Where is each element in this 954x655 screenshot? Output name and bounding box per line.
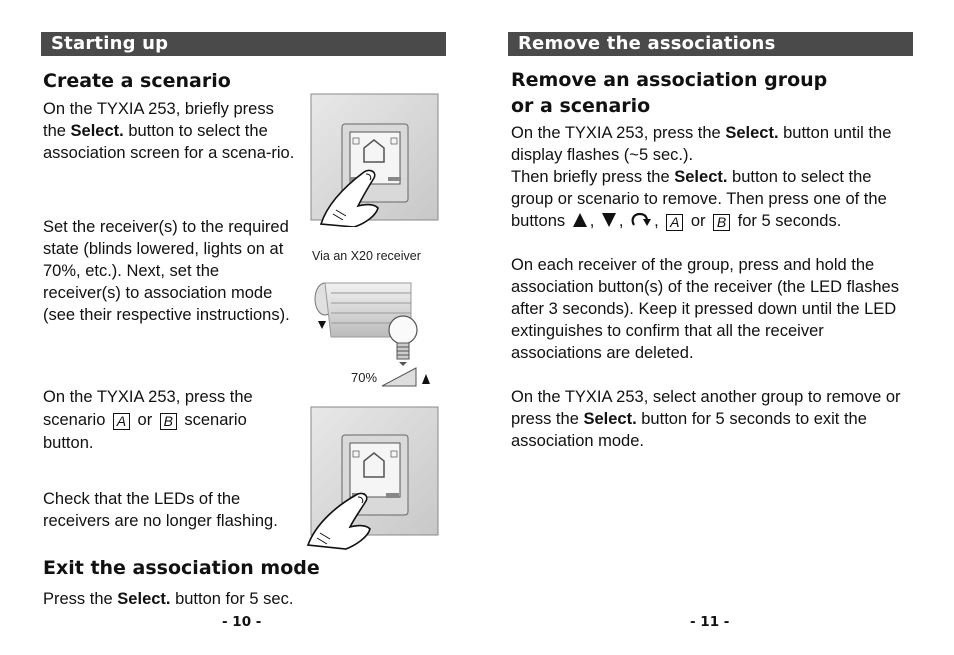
remove-paragraph-2: Then briefly press the Select. button to… — [511, 168, 887, 231]
section-header-remove-associations: Remove the associations — [508, 32, 913, 56]
light-bulb-icon — [388, 315, 418, 366]
remove-paragraph-4: On the TYXIA 253, select another group t… — [511, 388, 901, 450]
create-paragraph-2: Set the receiver(s) to the required stat… — [43, 218, 290, 324]
page-number-right: - 11 - — [690, 614, 730, 630]
button-b-key: B — [713, 214, 731, 231]
scenario-a-key: A — [112, 413, 130, 430]
tyxia-device-illustration-2 — [306, 406, 439, 550]
return-arrow-icon — [631, 212, 652, 226]
tyxia-device-illustration-1 — [310, 93, 439, 227]
create-paragraph-1: On the TYXIA 253, briefly press the Sele… — [43, 100, 295, 162]
remove-paragraph-3: On each receiver of the group, press and… — [511, 256, 899, 362]
exit-paragraph: Press the Select. button for 5 sec. — [43, 590, 294, 608]
create-paragraph-3: On the TYXIA 253, press the scenario A o… — [43, 388, 253, 452]
page-number-left: - 10 - — [222, 614, 262, 630]
dimmer-percent-label: 70% — [351, 370, 378, 385]
remove-group-title: Remove an association group or a scenari… — [511, 69, 828, 117]
scenario-b-key: B — [159, 413, 177, 430]
create-scenario-title: Create a scenario — [43, 70, 231, 92]
section-header-starting-up: Starting up — [41, 32, 446, 56]
create-paragraph-4: Check that the LEDs of the receivers are… — [43, 490, 278, 530]
dimmer-ramp-icon — [381, 367, 430, 387]
button-a-key: A — [666, 214, 684, 231]
up-arrow-icon — [572, 213, 587, 227]
x20-receiver-caption: Via an X20 receiver — [312, 249, 421, 263]
exit-association-title: Exit the association mode — [43, 557, 320, 579]
remove-paragraph-1: On the TYXIA 253, press the Select. butt… — [511, 124, 892, 164]
down-arrow-icon — [601, 213, 616, 227]
roller-blind-icon — [314, 282, 412, 338]
